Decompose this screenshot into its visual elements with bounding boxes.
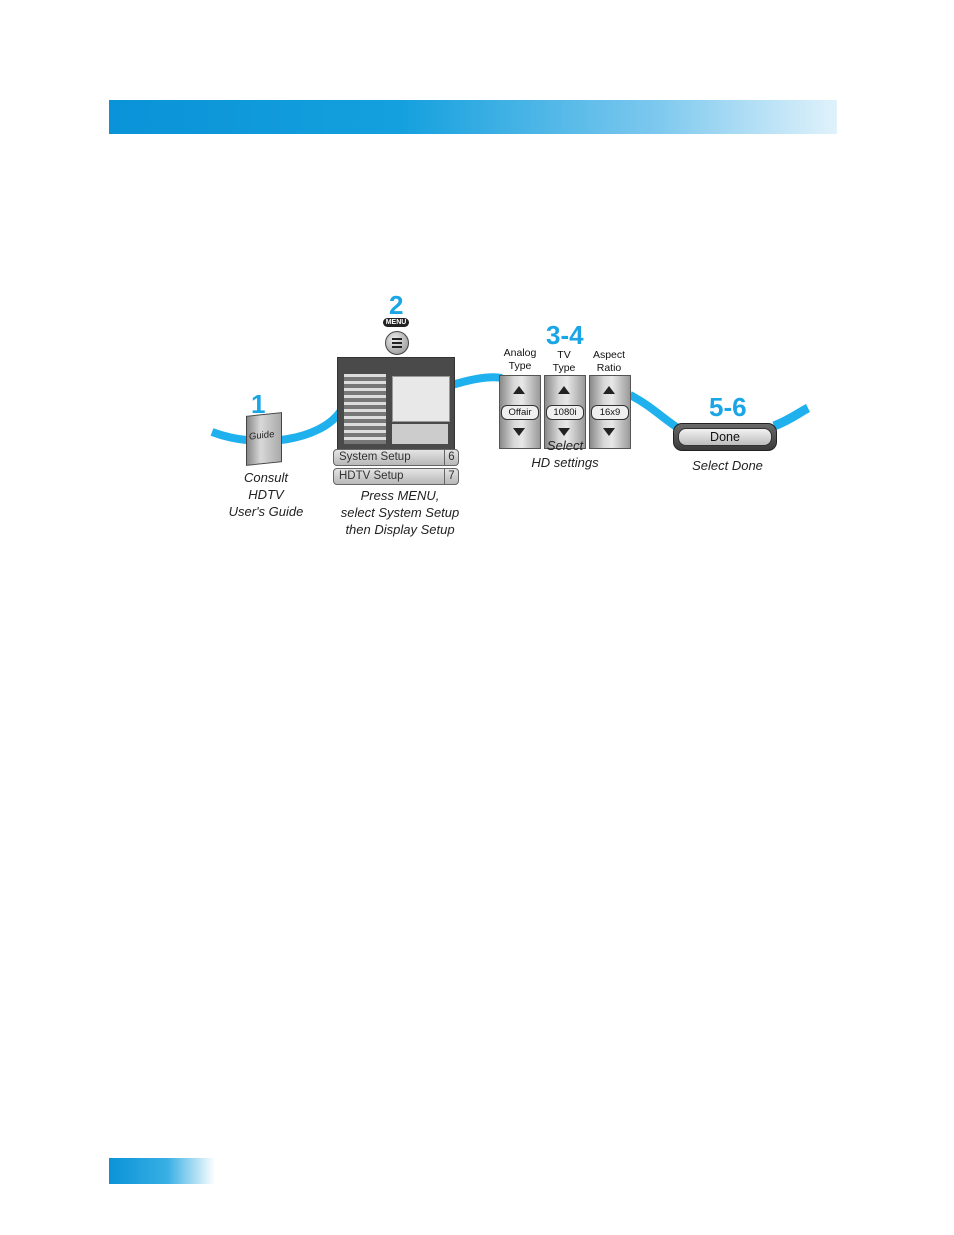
done-button[interactable]: Done — [678, 428, 772, 446]
aspect-ratio-selector[interactable]: 16x9 — [589, 375, 631, 449]
caption-line: HDTV — [248, 487, 284, 502]
label-line: Analog — [503, 347, 537, 359]
step-2-number: 2 — [389, 290, 404, 320]
menu-item-number: 6 — [444, 450, 458, 465]
analog-type-selector[interactable]: Offair — [499, 375, 541, 449]
label-line: TV — [557, 349, 571, 361]
done-button-frame: Done — [673, 423, 777, 451]
step-5-6-caption: Select Done — [675, 457, 780, 474]
tv-type-selector[interactable]: 1080i — [544, 375, 586, 449]
label-line: Type — [552, 362, 576, 374]
main-menu-screen-thumbnail — [337, 357, 455, 451]
caption-line: HD settings — [531, 455, 599, 470]
caption-line: Select Done — [692, 458, 763, 473]
aspect-ratio-value: 16x9 — [591, 405, 629, 420]
menu-item-label: HDTV Setup — [339, 470, 404, 482]
page-number-tab — [109, 1158, 215, 1184]
guide-book-icon: Guide — [246, 412, 282, 466]
up-arrow-icon[interactable] — [558, 386, 570, 394]
menu-item-hdtv-setup[interactable]: HDTV Setup 7 — [333, 468, 459, 485]
up-arrow-icon[interactable] — [603, 386, 615, 394]
aspect-ratio-label: Aspect Ratio — [588, 349, 630, 375]
menu-key-label: MENU — [383, 318, 409, 327]
analog-type-label: Analog Type — [499, 347, 541, 373]
caption-line: Press MENU, — [360, 488, 440, 503]
caption-line: select System Setup — [340, 505, 460, 520]
tv-type-label: TV Type — [543, 349, 585, 375]
step-1-number: 1 — [251, 389, 266, 419]
down-arrow-icon[interactable] — [513, 428, 525, 436]
step-3-4-caption: Select HD settings — [515, 437, 615, 471]
guide-book-label: Guide — [249, 428, 275, 443]
step-3-4-number: 3-4 — [546, 320, 584, 350]
down-arrow-icon[interactable] — [603, 428, 615, 436]
menu-item-system-setup[interactable]: System Setup 6 — [333, 449, 459, 466]
analog-type-value: Offair — [501, 405, 539, 420]
down-arrow-icon[interactable] — [558, 428, 570, 436]
step-2-caption: Press MENU, select System Setup then Dis… — [330, 487, 470, 538]
label-line: Type — [508, 360, 532, 372]
menu-item-number: 7 — [444, 469, 458, 484]
caption-line: Consult — [243, 470, 289, 485]
caption-line: User's Guide — [228, 504, 304, 519]
step-5-6-number: 5-6 — [709, 392, 747, 422]
step-1-caption: Consult HDTV User's Guide — [216, 469, 316, 520]
label-line: Aspect — [592, 349, 626, 361]
caption-line: Select — [546, 438, 584, 453]
menu-button-icon[interactable] — [385, 331, 409, 355]
menu-item-label: System Setup — [339, 451, 411, 463]
header-bar — [109, 100, 837, 134]
caption-line: then Display Setup — [345, 522, 455, 537]
up-arrow-icon[interactable] — [513, 386, 525, 394]
tv-type-value: 1080i — [546, 405, 584, 420]
label-line: Ratio — [596, 362, 622, 374]
